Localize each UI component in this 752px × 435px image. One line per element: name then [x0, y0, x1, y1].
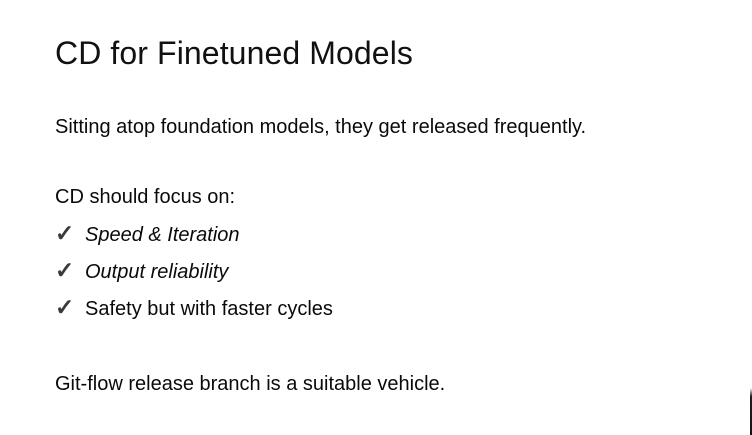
closing-paragraph: Git-flow release branch is a suitable ve…	[55, 373, 446, 395]
check-icon: ✓	[55, 294, 75, 320]
checklist-item-label: Output reliability	[85, 261, 229, 283]
check-icon: ✓	[55, 257, 75, 283]
list-item: ✓ Output reliability	[55, 253, 715, 290]
checklist-item-label: Speed & Iteration	[85, 224, 240, 246]
checklist-lead-in: CD should focus on:	[55, 186, 236, 208]
slide-title: CD for Finetuned Models	[55, 35, 414, 72]
slide-body: Sitting atop foundation models, they get…	[55, 90, 715, 421]
list-item: ✓ Safety but with faster cycles	[55, 290, 715, 327]
list-item: ✓ Speed & Iteration	[55, 216, 715, 253]
check-icon: ✓	[55, 220, 75, 246]
checklist-item-label: Safety but with faster cycles	[85, 298, 333, 320]
focus-checklist: ✓ Speed & Iteration ✓ Output reliability…	[55, 216, 715, 327]
intro-paragraph: Sitting atop foundation models, they get…	[55, 116, 587, 138]
edge-artifact	[750, 388, 752, 435]
